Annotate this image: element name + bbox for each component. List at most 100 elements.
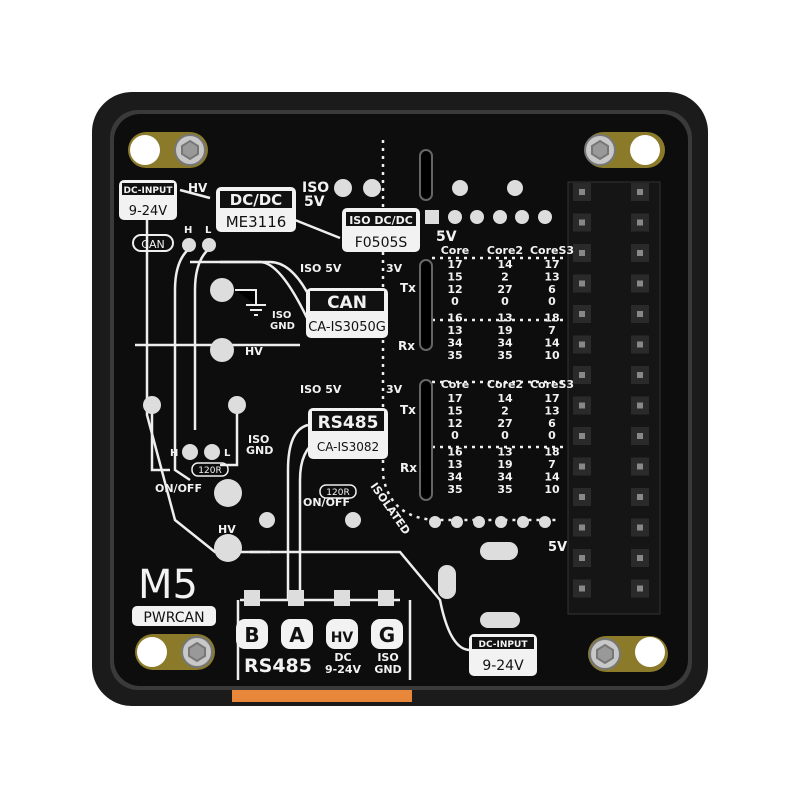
h-label: H [170,448,178,459]
svg-text:DC/DC: DC/DC [230,191,282,209]
iso-gnd-label-1a: ISO [272,310,291,321]
table-header: Core [441,244,470,257]
table-header: Core2 [487,244,523,257]
table-cell: 14 [497,258,513,271]
svg-text:3V: 3V [386,383,403,396]
terminal-letter: G [379,623,395,647]
table-cell: 16 [447,446,463,459]
table-cell: 17 [447,392,462,405]
table-header: Core [441,378,470,391]
table-cell: 0 [548,295,556,308]
table-cell: 2 [501,404,509,417]
table-cell: 15 [447,404,462,417]
iso-gnd-label-2b: GND [246,444,273,457]
hole [137,637,167,667]
svg-text:CAN: CAN [327,293,367,313]
can-label-frame [132,234,174,252]
table-cell: 6 [548,283,556,296]
rs485-group-label: RS485 [244,655,312,677]
svg-text:3V: 3V [386,262,403,275]
onoff-label-1: ON/OFF [155,482,202,495]
iso-gnd-label-2a: ISO [248,433,269,446]
model-name: PWRCAN [143,610,204,626]
traces [135,188,471,680]
table-cell: 2 [501,270,509,283]
table-cell: 35 [447,349,462,362]
table-cell: 34 [447,470,463,483]
5v-output-label: 5V [436,229,457,245]
table-cell: 34 [497,336,513,349]
table-cell: 16 [447,312,463,325]
terminal-letter: A [289,623,305,647]
table-cell: 0 [451,429,459,442]
rs485-chip-label: ISO 5V 3V RS485 CA-IS3082 Tx Rx [300,383,417,475]
svg-text:DC-INPUT: DC-INPUT [479,640,529,650]
table-cell: 13 [447,324,462,337]
svg-text:F0505S: F0505S [355,235,408,251]
dc-input-bottom-label: DC-INPUT 9-24V [469,634,537,676]
svg-text:Rx: Rx [400,461,417,475]
table-cell: 17 [544,258,559,271]
terminal-badge [326,619,358,649]
test-pads [143,179,552,628]
pin-5v-label: 5V [548,540,567,555]
table-cell: 10 [544,483,560,496]
dc-range-label: 9-24V [325,663,362,676]
terminal-letter: HV [331,630,354,646]
table-cell: 0 [501,429,509,442]
svg-text:RS485: RS485 [318,413,379,433]
svg-text:CA-IS3050G: CA-IS3050G [308,320,386,335]
hole [630,135,660,165]
can-l-label: L [205,225,212,236]
svg-text:9-24V: 9-24V [129,204,168,219]
table-cell: 35 [497,483,512,496]
table-cell: 12 [447,283,462,296]
table-cell: 17 [447,258,462,271]
hole [130,135,160,165]
table-cell: 19 [497,458,512,471]
isolation-boundary [381,140,575,522]
svg-text:CA-IS3082: CA-IS3082 [317,440,379,454]
table-cell: 7 [548,324,556,337]
table-cell: 13 [544,270,559,283]
table-cell: 13 [497,312,512,325]
table-cell: 7 [548,458,556,471]
can-bus-label: CAN [141,238,164,251]
can-h-label: H [184,225,192,236]
iso-gnd-label-1b: GND [270,321,295,332]
iso-dcdc-label: ISO DC/DC F0505S [342,208,420,252]
table-header: CoreS3 [530,378,574,391]
table-cell: 0 [501,295,509,308]
hole [635,637,665,667]
table-cell: 0 [548,429,556,442]
dc-label: DC [334,651,351,664]
svg-text:ME3116: ME3116 [226,213,287,231]
svg-text:DC-INPUT: DC-INPUT [124,186,174,196]
header-pins [573,183,649,598]
table-cell: 27 [497,283,512,296]
120r-label-2: 120R [326,488,349,498]
table-cell: 34 [447,336,463,349]
gnd-label: GND [374,663,401,676]
table-header: CoreS3 [530,244,574,257]
table-cell: 19 [497,324,512,337]
screw-icons [174,134,621,670]
table-cell: 18 [544,446,559,459]
svg-text:ISO DC/DC: ISO DC/DC [349,214,413,227]
table-cell: 14 [497,392,513,405]
svg-text:9-24V: 9-24V [482,658,524,674]
ground-icon [235,289,266,316]
svg-text:Rx: Rx [398,339,415,353]
can-chip-label: ISO 5V 3V CAN CA-IS3050G Tx Rx [300,262,416,353]
table-cell: 34 [497,470,513,483]
table-cell: 0 [451,295,459,308]
table-cell: 15 [447,270,462,283]
onoff-label-2: ON/OFF [303,496,350,509]
table-cell: 35 [497,349,512,362]
iso-5v-top-label-1: ISO [302,180,329,196]
hv-label-1: HV [245,345,263,358]
terminal-badge [281,619,313,649]
